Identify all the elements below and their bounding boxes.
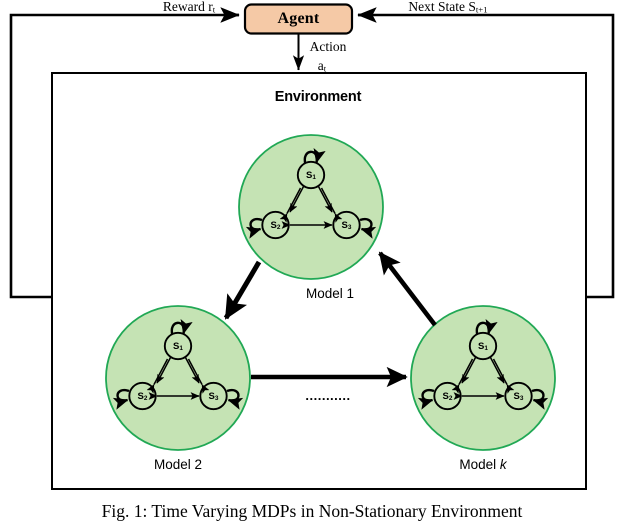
modelk-to-model1-arrow xyxy=(378,251,437,327)
model-k-state-s3-label: S3 xyxy=(513,390,524,402)
model-1-label-text: Model 1 xyxy=(305,286,355,301)
state-text: S xyxy=(270,219,277,231)
state-text: S xyxy=(341,219,348,231)
model-k-label-text: Model xyxy=(459,457,500,472)
model-1-label: Model 1 xyxy=(306,287,354,301)
reward-edge-subscript: t xyxy=(212,4,216,15)
state-subscript: 1 xyxy=(312,173,316,181)
model-1-state-s3-label: S3 xyxy=(341,219,352,231)
state-text: S xyxy=(513,390,520,402)
state-subscript: 2 xyxy=(448,394,453,402)
reward-edge-label: Reward rt xyxy=(163,0,215,14)
action-edge-label: Action xyxy=(309,39,347,54)
state-subscript: 1 xyxy=(179,344,183,352)
next-state-edge-text: Next State S xyxy=(408,0,476,14)
state-subscript: 2 xyxy=(276,223,281,231)
model-k-state-s1-label: S1 xyxy=(478,340,488,352)
environment-label: Environment xyxy=(274,89,362,105)
state-text: S xyxy=(173,340,180,352)
agent-box[interactable] xyxy=(243,3,354,35)
state-subscript: 3 xyxy=(347,223,352,231)
state-text: S xyxy=(208,390,215,402)
model-2-state-s1-label: S1 xyxy=(173,340,183,352)
reward-feedback-path xyxy=(9,7,240,299)
model-k-cluster[interactable] xyxy=(410,305,556,451)
next-state-edge-subscript: t+1 xyxy=(475,4,488,15)
model-2-label: Model 2 xyxy=(154,458,202,472)
model1-to-model2-arrow xyxy=(223,260,262,320)
state-subscript: 3 xyxy=(214,394,219,402)
model-2-cluster[interactable] xyxy=(105,305,251,451)
next-state-feedback-path xyxy=(357,7,615,299)
state-text: S xyxy=(478,340,485,352)
action-symbol-text: a xyxy=(317,58,324,73)
state-subscript: 1 xyxy=(484,344,488,352)
state-subscript: 2 xyxy=(143,394,148,402)
model-2-state-s2-label: S2 xyxy=(137,390,148,402)
agent-label: Agent xyxy=(277,10,320,27)
action-symbol-subscript: t xyxy=(323,63,327,74)
model-k-state-s2-label: S2 xyxy=(442,390,453,402)
state-text: S xyxy=(306,169,313,181)
models-ellipsis: ........... xyxy=(305,388,351,403)
state-text: S xyxy=(137,390,144,402)
state-text: S xyxy=(442,390,449,402)
model-2-label-text: Model 2 xyxy=(153,457,203,472)
model-1-cluster[interactable] xyxy=(238,134,384,280)
model-k-label-italic: k xyxy=(499,457,507,472)
model-2-state-s3-label: S3 xyxy=(208,390,219,402)
figure-caption: Fig. 1: Time Varying MDPs in Non-Station… xyxy=(101,501,523,521)
model-k-label: Model k xyxy=(459,458,506,472)
next-state-edge-label: Next State St+1 xyxy=(408,0,487,14)
action-symbol-label: at xyxy=(318,59,326,73)
reward-edge-text: Reward r xyxy=(162,0,213,14)
state-subscript: 3 xyxy=(519,394,524,402)
model-1-state-s1-label: S1 xyxy=(306,169,316,181)
model-1-state-s2-label: S2 xyxy=(270,219,281,231)
